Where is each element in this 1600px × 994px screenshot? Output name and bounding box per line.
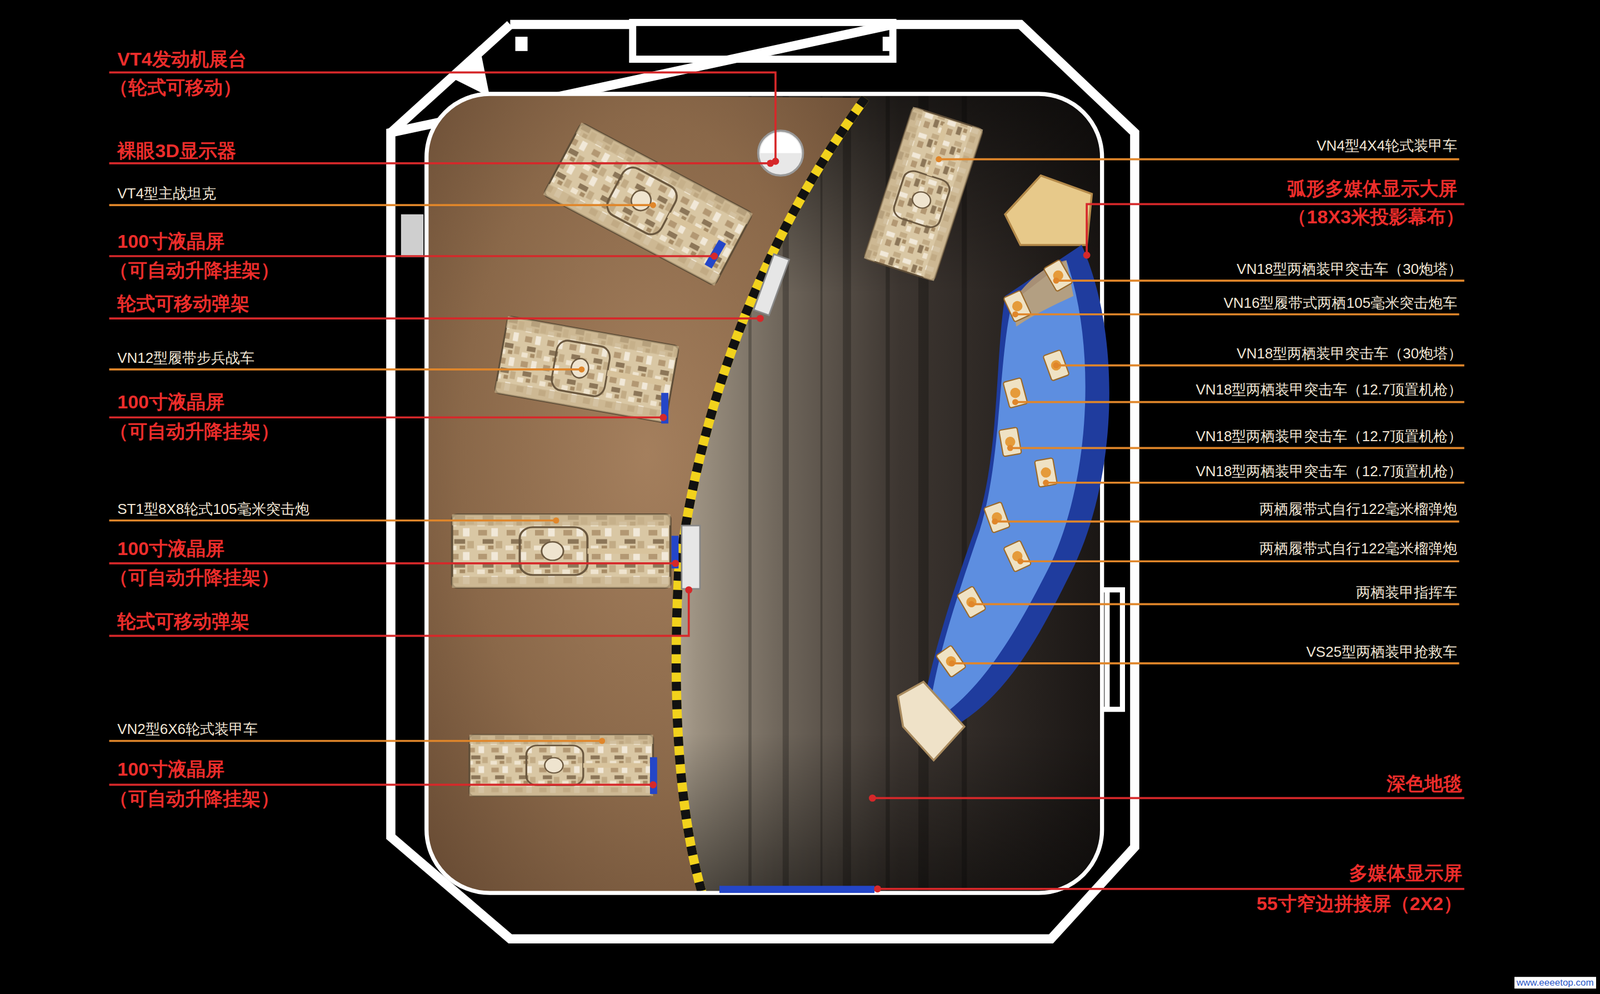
- item-label: 两栖履带式自行122毫米榴弹炮: [1259, 501, 1457, 518]
- item-label: VN18型两栖装甲突击车（12.7顶置机枪）: [1195, 463, 1463, 480]
- callout-label: 55寸窄边拼接屏（2X2）: [1256, 893, 1463, 915]
- callout-label: 多媒体显示屏: [1348, 862, 1463, 885]
- callout-label: 100寸液晶屏: [117, 758, 225, 780]
- item-label: ST1型8X8轮式105毫米突击炮: [117, 501, 309, 518]
- callout-label: 100寸液晶屏: [117, 231, 225, 253]
- item-label: 两栖履带式自行122毫米榴弹炮: [1259, 540, 1457, 558]
- item-label: VN16型履带式两栖105毫米突击炮车: [1223, 295, 1457, 312]
- callout-label: 轮式可移动弹架: [117, 610, 250, 633]
- callout-label: 裸眼3D显示器: [117, 140, 236, 162]
- item-label: VN18型两栖装甲突击车（30炮塔）: [1236, 261, 1463, 278]
- callout-label: （可自动升降挂架）: [109, 788, 280, 810]
- callout-label: 轮式可移动弹架: [117, 293, 250, 315]
- callout-label: 100寸液晶屏: [117, 391, 225, 413]
- watermark: www.eeeetop.com: [1514, 976, 1597, 989]
- item-label: VN18型两栖装甲突击车（12.7顶置机枪）: [1195, 428, 1463, 445]
- item-label: VN4型4X4轮式装甲车: [1316, 137, 1458, 155]
- callout-label: （可自动升降挂架）: [109, 259, 280, 282]
- callout-label: 弧形多媒体显示大屏: [1287, 177, 1458, 200]
- callout-label: （可自动升降挂架）: [109, 420, 280, 443]
- item-label: VT4型主战坦克: [117, 185, 217, 203]
- callout-label: （可自动升降挂架）: [109, 566, 280, 589]
- item-label: VS25型两栖装甲抢救车: [1306, 643, 1458, 661]
- callout-label: 深色地毯: [1386, 772, 1463, 795]
- callout-label: （轮式可移动）: [109, 76, 242, 99]
- callout-label: 100寸液晶屏: [117, 538, 225, 560]
- callout-label: （18X3米投影幕布）: [1287, 206, 1464, 229]
- item-label: VN18型两栖装甲突击车（30炮塔）: [1236, 345, 1463, 363]
- item-label: VN12型履带步兵战车: [117, 350, 255, 367]
- item-label: VN18型两栖装甲突击车（12.7顶置机枪）: [1195, 381, 1463, 399]
- item-label: 两栖装甲指挥车: [1356, 584, 1458, 602]
- callout-label: VT4发动机展台: [117, 48, 247, 70]
- item-label: VN2型6X6轮式装甲车: [117, 721, 258, 738]
